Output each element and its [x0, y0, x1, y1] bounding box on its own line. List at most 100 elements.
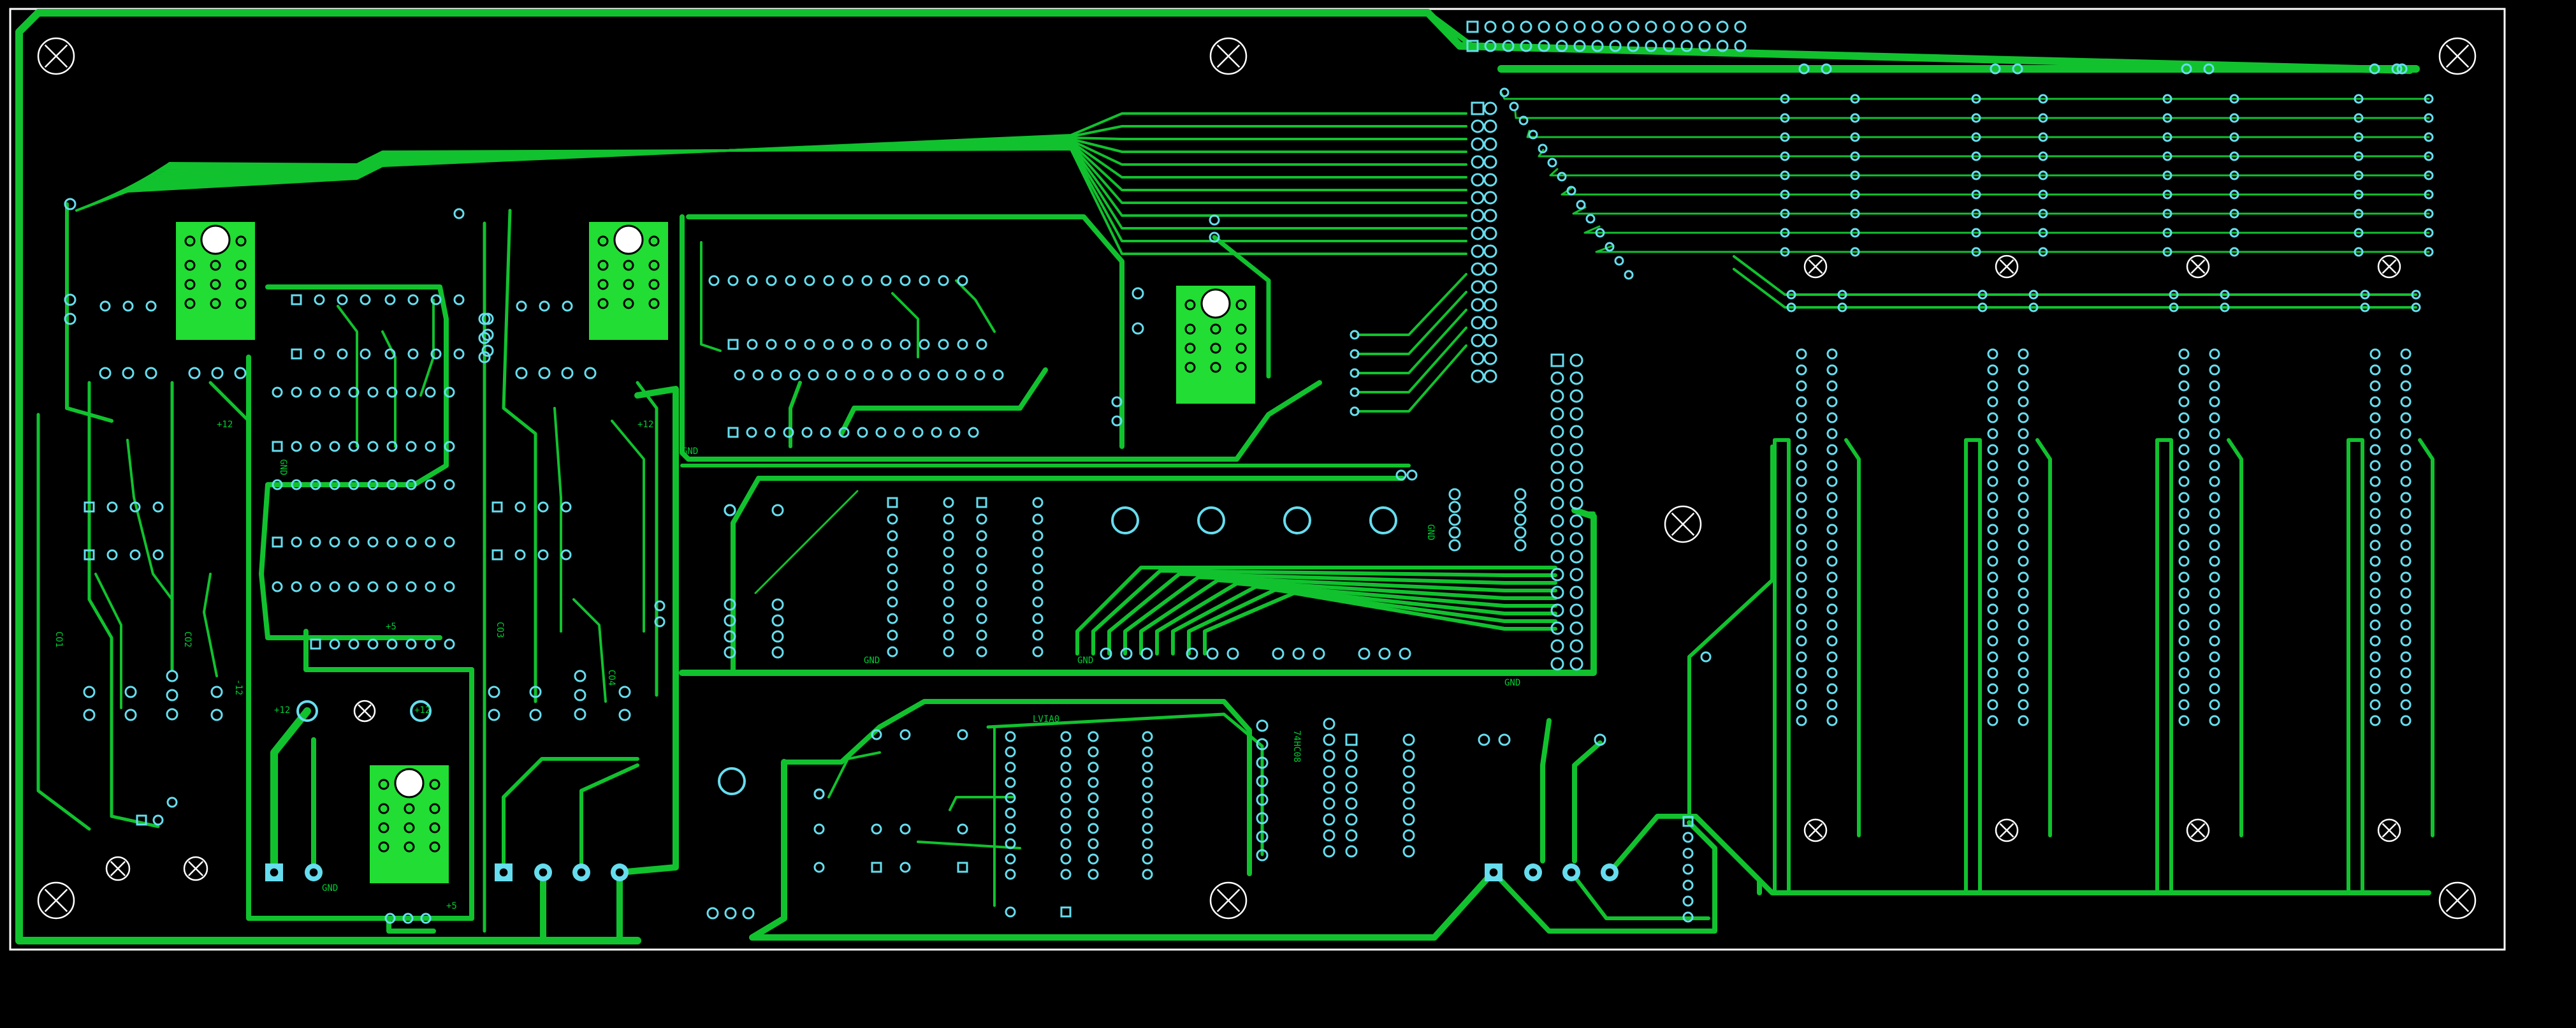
pad — [2178, 651, 2190, 663]
trace — [1123, 575, 1557, 656]
pad — [2369, 396, 2381, 408]
pad — [727, 275, 739, 286]
pad — [1483, 334, 1497, 348]
pad — [2018, 364, 2029, 376]
trace — [2157, 438, 2173, 895]
trace — [303, 629, 474, 921]
pad — [386, 581, 398, 592]
pad — [2162, 247, 2172, 257]
pad — [894, 427, 905, 438]
pad — [1826, 348, 1838, 360]
pad — [453, 294, 465, 305]
pad — [1569, 443, 1583, 457]
pad — [887, 513, 898, 525]
pad — [1569, 460, 1583, 474]
pad — [1032, 613, 1044, 624]
silk-plus5-label: +5 — [386, 622, 397, 632]
trace — [2035, 438, 2052, 837]
pad — [1550, 407, 1564, 421]
pad — [1971, 132, 1981, 142]
pad — [746, 275, 758, 286]
pad — [1032, 530, 1044, 541]
pad — [64, 293, 76, 306]
pad — [1850, 209, 1860, 219]
pad — [823, 275, 834, 286]
pad — [976, 629, 987, 641]
pad — [2209, 524, 2220, 535]
pad — [2424, 132, 2434, 142]
pad — [820, 427, 831, 438]
pad — [2018, 396, 2029, 408]
pad — [724, 630, 736, 643]
trace — [1357, 273, 1467, 336]
pad — [2178, 476, 2190, 487]
pad — [1142, 853, 1153, 865]
pad — [2369, 492, 2381, 503]
pad — [1471, 316, 1485, 330]
pad — [425, 441, 436, 452]
pad — [1850, 113, 1860, 123]
pad — [2209, 699, 2220, 710]
silk-co3-label: CO3 — [495, 622, 505, 638]
mounting-hole-x-circle-icon — [2377, 818, 2401, 842]
pad — [708, 275, 720, 286]
square-pad — [1345, 733, 1358, 746]
pad — [1826, 364, 1838, 376]
pad — [1682, 832, 1694, 843]
pad — [2424, 94, 2434, 104]
pad — [453, 208, 465, 219]
pad — [1850, 94, 1860, 104]
pad — [857, 427, 868, 438]
pad — [2012, 63, 2023, 75]
pad — [1142, 807, 1153, 819]
pad — [957, 729, 968, 740]
pad — [2400, 508, 2412, 519]
pad — [2400, 364, 2412, 376]
pad — [2209, 508, 2220, 519]
pad — [329, 386, 340, 398]
square-pad — [491, 501, 503, 513]
trace — [203, 573, 218, 677]
trace — [270, 707, 311, 876]
trace — [1733, 268, 2417, 309]
pad — [384, 294, 396, 305]
pad — [1272, 647, 1284, 660]
trace — [2418, 438, 2434, 837]
pad — [1186, 647, 1198, 660]
pad — [2038, 170, 2048, 180]
pad — [863, 369, 875, 381]
pad — [1569, 639, 1583, 653]
pad — [1716, 20, 1729, 33]
pad — [1716, 40, 1729, 52]
pad — [272, 479, 283, 490]
pad — [1060, 823, 1072, 834]
silk-minus12-label: -12 — [233, 679, 244, 695]
pad — [1569, 496, 1583, 510]
pad — [1796, 508, 1807, 519]
pad — [1780, 189, 1790, 200]
mounting-hole-x-circle-icon — [37, 881, 75, 920]
pad — [2018, 428, 2029, 439]
mounting-hole-x-circle-icon — [2377, 254, 2401, 279]
pad — [976, 530, 987, 541]
pad — [1796, 444, 1807, 455]
pad — [1987, 428, 1998, 439]
pad — [1569, 371, 1583, 385]
pad — [124, 709, 137, 721]
pad — [481, 344, 494, 357]
pad — [1826, 699, 1838, 710]
pad — [367, 638, 379, 650]
pad — [106, 549, 118, 561]
pad — [1796, 683, 1807, 694]
pad — [1132, 322, 1144, 335]
pad — [1471, 191, 1485, 205]
pad — [2424, 189, 2434, 200]
pad — [2018, 571, 2029, 583]
pad — [1088, 777, 1099, 788]
pad — [1971, 113, 1981, 123]
pad — [188, 367, 201, 379]
pad — [2424, 247, 2434, 257]
pad — [1471, 155, 1485, 169]
silk-gnd-label: GND — [1077, 656, 1093, 666]
pad — [1780, 151, 1790, 161]
